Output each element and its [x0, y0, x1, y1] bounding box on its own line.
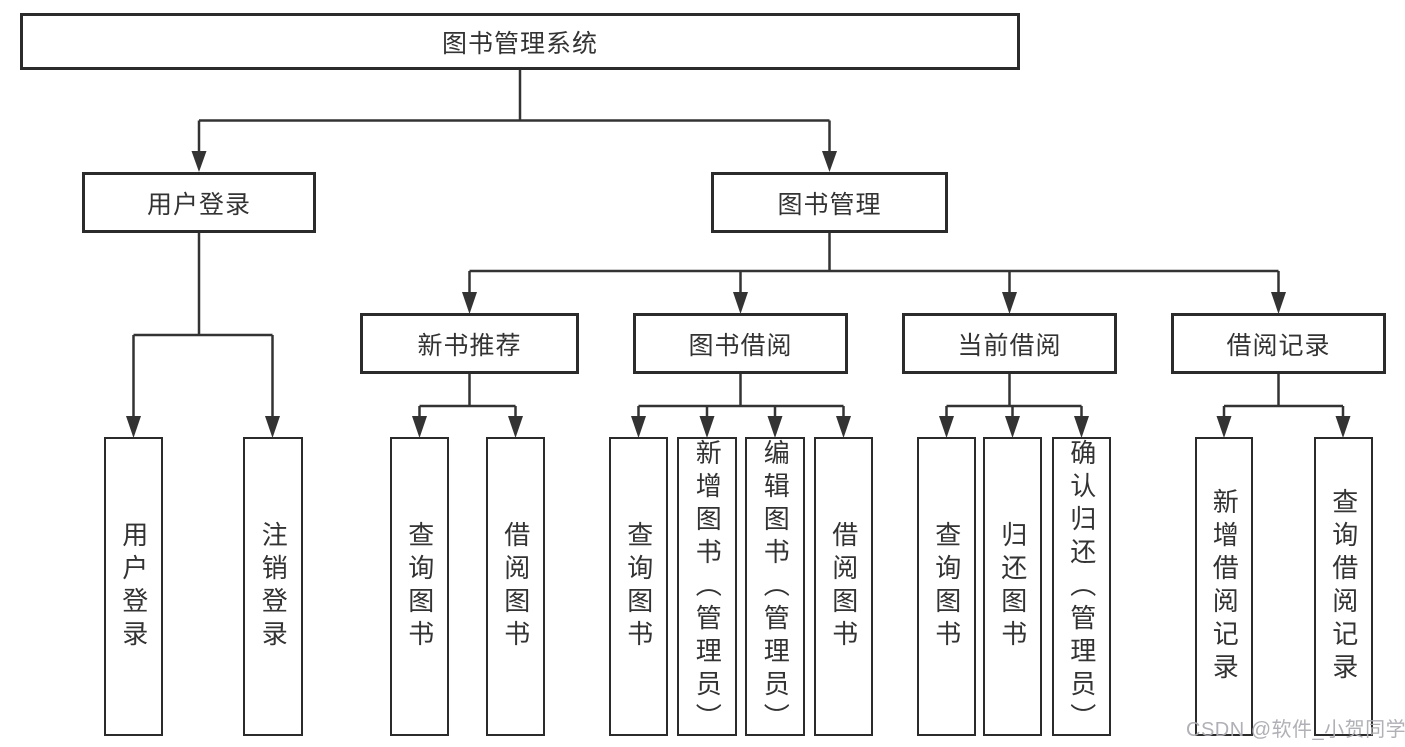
node-new-book-recommend-label: 新书推荐 — [417, 331, 522, 360]
node-leaf-user-login-label: 用户登录 — [118, 520, 149, 653]
node-leaf-return-books-label: 归还图书 — [997, 520, 1028, 653]
node-leaf-confirm-return-admin: 确认归还（管理员） — [1052, 437, 1111, 736]
node-user-login-label: 用户登录 — [146, 190, 251, 219]
node-leaf-add-books-admin-label: 新增图书（管理员） — [692, 439, 723, 736]
node-leaf-borrow-books-recommend-label: 借阅图书 — [500, 520, 531, 653]
node-current-borrow-label: 当前借阅 — [957, 331, 1062, 360]
node-leaf-query-borrow-record: 查询借阅记录 — [1314, 437, 1373, 736]
node-leaf-borrow-books-label: 借阅图书 — [828, 520, 859, 653]
node-current-borrow: 当前借阅 — [902, 313, 1117, 374]
node-leaf-borrow-books: 借阅图书 — [814, 437, 873, 736]
node-borrow-records-label: 借阅记录 — [1226, 331, 1331, 360]
node-new-book-recommend: 新书推荐 — [360, 313, 579, 374]
node-leaf-query-books-borrow-label: 查询图书 — [623, 520, 654, 653]
edge-trunks — [132, 70, 1345, 420]
node-leaf-query-books-recommend: 查询图书 — [390, 437, 449, 736]
node-leaf-logout: 注销登录 — [243, 437, 303, 736]
node-leaf-user-login: 用户登录 — [104, 437, 163, 736]
node-leaf-query-borrow-record-label: 查询借阅记录 — [1328, 487, 1359, 686]
node-leaf-query-books-current: 查询图书 — [917, 437, 976, 736]
node-leaf-borrow-books-recommend: 借阅图书 — [486, 437, 545, 736]
node-leaf-confirm-return-admin-label: 确认归还（管理员） — [1066, 439, 1097, 736]
node-leaf-add-books-admin: 新增图书（管理员） — [677, 437, 737, 736]
node-user-login: 用户登录 — [82, 172, 316, 233]
node-leaf-add-borrow-record-label: 新增借阅记录 — [1209, 487, 1240, 686]
node-book-borrow: 图书借阅 — [633, 313, 848, 374]
node-book-borrow-label: 图书借阅 — [688, 331, 793, 360]
node-leaf-edit-books-admin-label: 编辑图书（管理员） — [760, 439, 791, 736]
node-leaf-query-books-current-label: 查询图书 — [931, 520, 962, 653]
node-root-label: 图书管理系统 — [441, 29, 598, 58]
node-leaf-add-borrow-record: 新增借阅记录 — [1195, 437, 1253, 736]
node-book-management-label: 图书管理 — [777, 190, 882, 219]
node-leaf-query-books-recommend-label: 查询图书 — [404, 520, 435, 653]
arrowheads — [126, 151, 1351, 438]
csdn-watermark: CSDN @软件_小贺同学 — [1186, 719, 1405, 741]
node-borrow-records: 借阅记录 — [1171, 313, 1386, 374]
node-leaf-edit-books-admin: 编辑图书（管理员） — [745, 437, 805, 736]
node-leaf-query-books-borrow: 查询图书 — [609, 437, 668, 736]
node-leaf-logout-label: 注销登录 — [258, 520, 289, 653]
node-leaf-return-books: 归还图书 — [983, 437, 1042, 736]
node-book-management: 图书管理 — [711, 172, 948, 233]
node-root: 图书管理系统 — [20, 13, 1020, 70]
